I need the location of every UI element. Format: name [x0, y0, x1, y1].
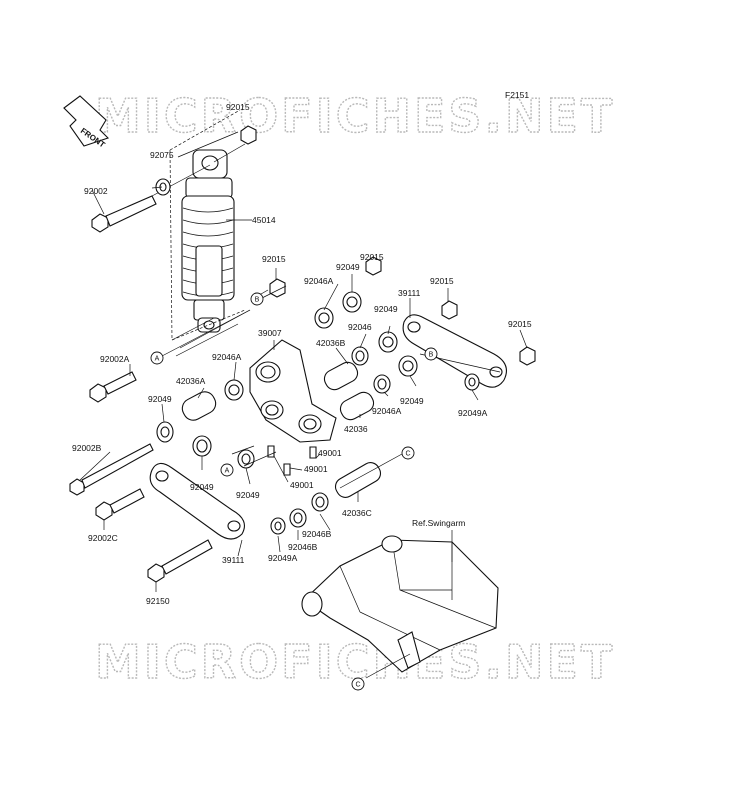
label-42036: 42036 — [344, 424, 368, 434]
label-92046A-a: 92046A — [304, 276, 334, 286]
label-45014: 45014 — [252, 215, 276, 225]
bolt-92002A — [89, 371, 137, 403]
tie-rod-39111-upper — [402, 314, 507, 388]
svg-text:C: C — [355, 682, 360, 689]
collar-42036C — [334, 462, 382, 498]
tie-rod-39111-lower — [149, 462, 245, 540]
nut-92015-d — [441, 300, 458, 320]
label-49001-b: 49001 — [304, 464, 328, 474]
label-92049A-a: 92049A — [458, 408, 488, 418]
callout-c2: C — [351, 677, 365, 691]
callout-b1: B — [250, 292, 264, 306]
label-92049-b: 92049 — [374, 304, 398, 314]
label-92002: 92002 — [84, 186, 108, 196]
callout-b2: B — [424, 347, 438, 361]
watermark-bottom: MICROFICHES.NET — [95, 635, 615, 689]
label-92002B: 92002B — [72, 443, 102, 453]
grease-nipples-49001 — [267, 445, 317, 476]
label-92150: 92150 — [146, 596, 170, 606]
svg-text:A: A — [155, 356, 160, 363]
nut-92015-e — [519, 346, 536, 366]
nut-92015-top — [240, 125, 257, 145]
label-39111-a: 39111 — [398, 288, 421, 298]
label-92075: 92075 — [150, 150, 174, 160]
rocker-arm-39007 — [249, 339, 337, 443]
label-ref-swingarm: Ref.Swingarm — [412, 518, 465, 528]
label-92015-b: 92015 — [262, 254, 286, 264]
svg-text:B: B — [255, 297, 260, 304]
front-arrow-icon: FRONT — [63, 95, 110, 150]
shock-absorber-45014 — [181, 149, 235, 333]
bolt-92002B — [69, 443, 154, 496]
label-42036A: 42036A — [176, 376, 206, 386]
label-92015-e: 92015 — [508, 319, 532, 329]
label-39007: 39007 — [258, 328, 282, 338]
collar-42036A — [181, 391, 217, 421]
label-92049-a: 92049 — [336, 262, 360, 272]
label-42036B: 42036B — [316, 338, 346, 348]
svg-text:B: B — [429, 352, 434, 359]
label-92049A-b: 92049A — [268, 553, 298, 563]
svg-text:A: A — [225, 468, 230, 475]
label-92015-c: 92015 — [360, 252, 384, 262]
collar-42036B — [323, 361, 359, 391]
diagram-code: F2151 — [505, 90, 529, 100]
label-92046B-a: 92046B — [302, 529, 332, 539]
label-92046A-b: 92046A — [372, 406, 402, 416]
watermark-top: MICROFICHES.NET — [95, 89, 615, 143]
callout-c1: C — [401, 446, 415, 460]
label-92049-d: 92049 — [148, 394, 172, 404]
label-92046B-b: 92046B — [288, 542, 318, 552]
callout-a2: A — [220, 463, 234, 477]
label-92015-a: 92015 — [226, 102, 250, 112]
label-92049-c: 92049 — [400, 396, 424, 406]
label-92049-f: 92049 — [236, 490, 260, 500]
svg-text:C: C — [405, 451, 410, 458]
collar-42036 — [339, 391, 375, 421]
label-92015-d: 92015 — [430, 276, 454, 286]
label-92049-e: 92049 — [190, 482, 214, 492]
bolt-92002C — [95, 488, 145, 521]
callout-a1: A — [150, 351, 164, 365]
label-49001-c: 49001 — [290, 480, 314, 490]
nut-92015-c — [365, 256, 382, 276]
leader-lines — [79, 131, 528, 679]
label-42036C: 42036C — [342, 508, 372, 518]
label-92046: 92046 — [348, 322, 372, 332]
bolt-92150 — [147, 539, 213, 583]
label-39111-b: 39111 — [222, 555, 245, 565]
label-49001-a: 49001 — [318, 448, 342, 458]
label-92002C: 92002C — [88, 533, 118, 543]
label-92002A: 92002A — [100, 354, 130, 364]
label-92046A-c: 92046A — [212, 352, 242, 362]
part-labels: 92015 92075 92002 45014 92015 92002A 920… — [72, 102, 532, 606]
swingarm-reference — [301, 535, 499, 673]
